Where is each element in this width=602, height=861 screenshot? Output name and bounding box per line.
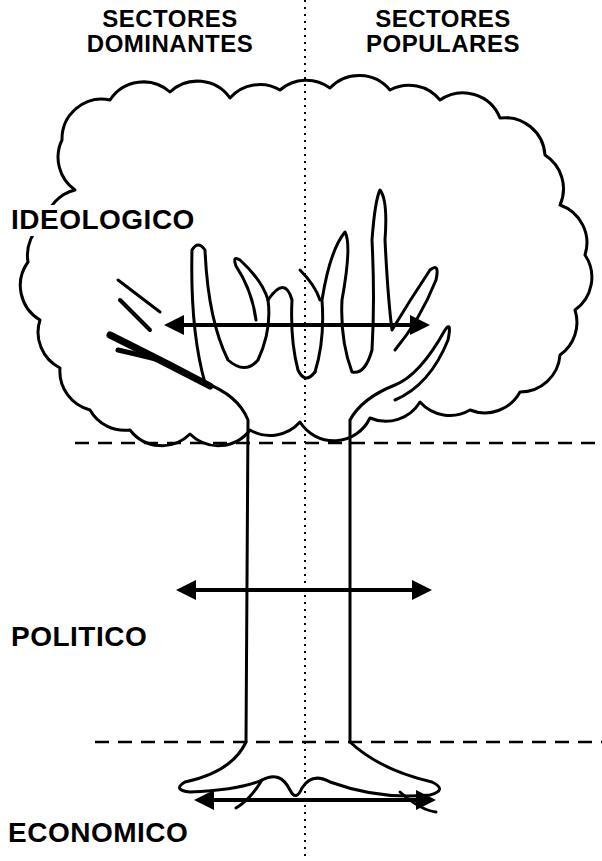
branch: [315, 190, 437, 372]
sector-heading: SECTORES POPULARES: [318, 6, 568, 56]
double-arrow: [198, 798, 432, 802]
double-arrow: [168, 323, 426, 327]
sector-divider: [304, 0, 306, 861]
double-arrow: [180, 588, 428, 592]
level-label: ECONOMICO: [5, 818, 191, 849]
root: [236, 780, 262, 808]
dark-branch: [120, 300, 150, 330]
tree-canopy: [20, 75, 592, 445]
level-label: IDEOLOGICO: [8, 205, 198, 236]
sector-heading: SECTORES DOMINANTES: [45, 6, 295, 56]
branch: [235, 258, 268, 320]
trunk-left: [192, 245, 315, 742]
branch: [300, 270, 320, 300]
dark-branch: [118, 350, 160, 360]
trunk-right: [350, 327, 449, 742]
level-divider: [75, 442, 602, 445]
tree-roots: [180, 742, 440, 812]
level-divider: [95, 741, 602, 744]
dark-branch: [110, 280, 210, 386]
dark-branch: [118, 280, 160, 312]
tree-trunk: [192, 190, 450, 742]
root: [180, 742, 440, 796]
level-label: POLITICO: [8, 622, 150, 653]
dark-branch: [110, 335, 210, 386]
